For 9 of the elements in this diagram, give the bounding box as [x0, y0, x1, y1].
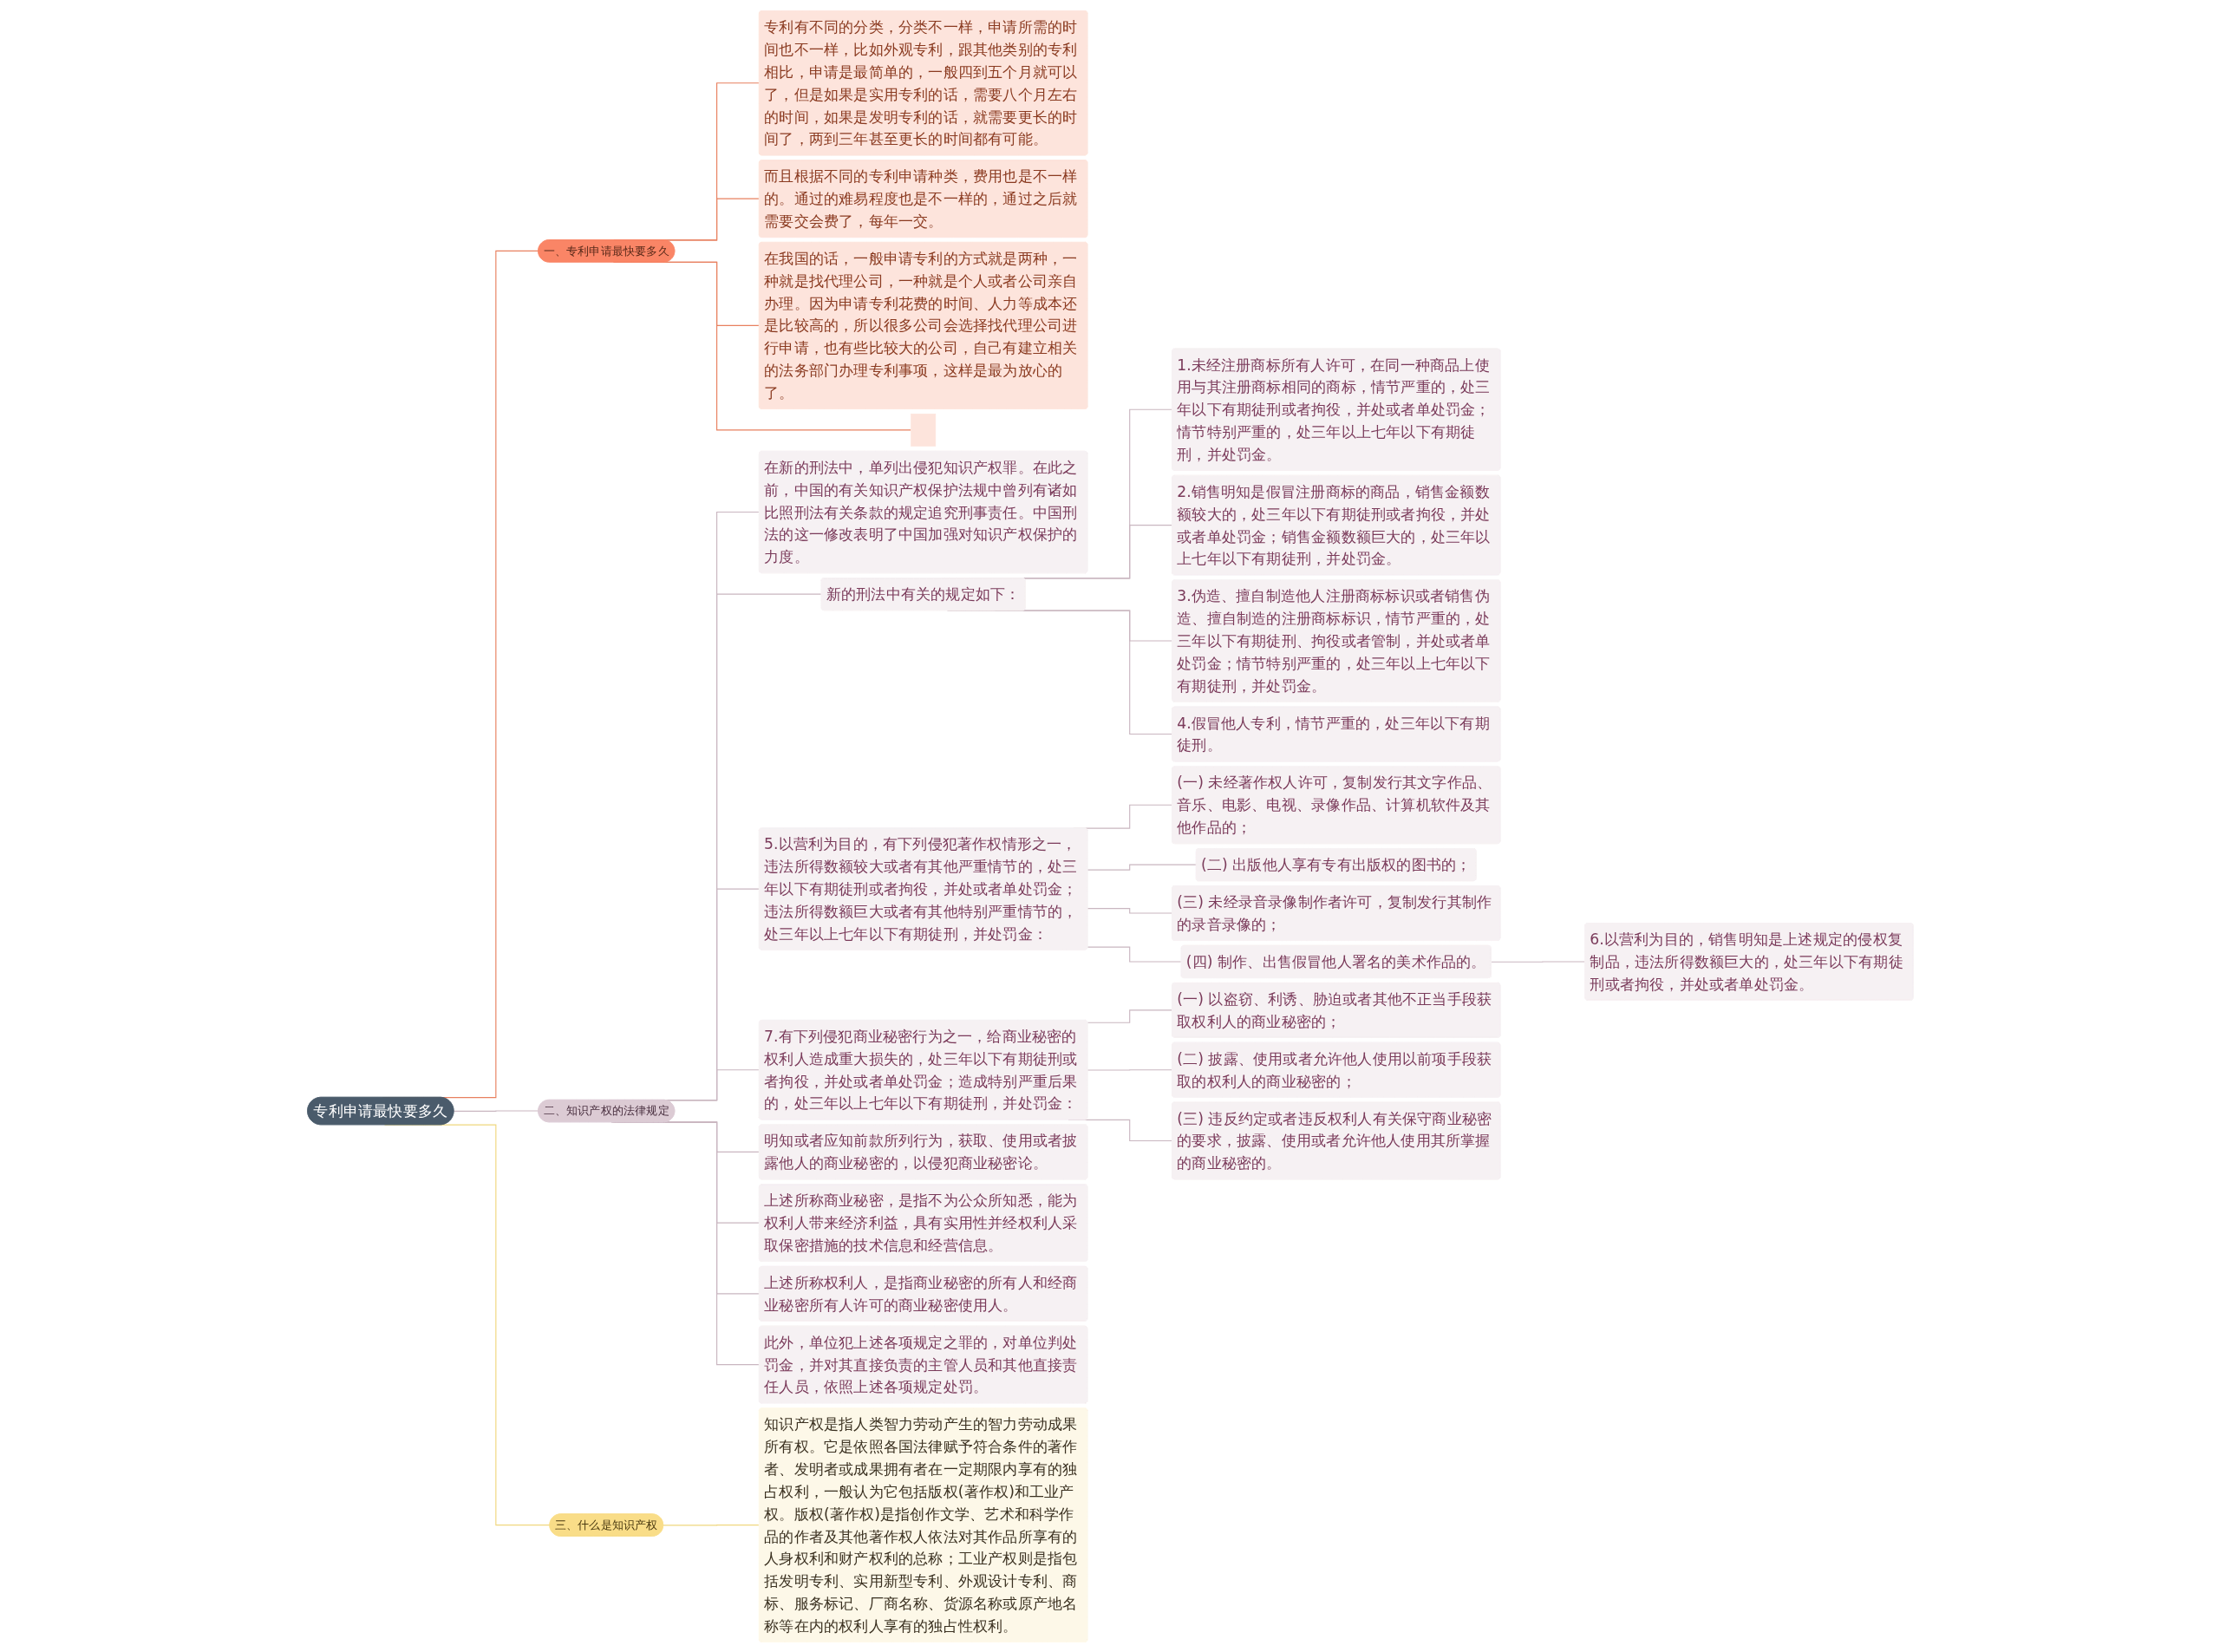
connector	[662, 1524, 760, 1525]
connector	[1087, 1068, 1172, 1071]
connector	[1490, 960, 1586, 963]
connector	[1087, 946, 1182, 963]
node-box	[910, 413, 936, 447]
connector	[1087, 864, 1197, 871]
connector	[1087, 1009, 1172, 1023]
connector	[453, 1109, 539, 1112]
connector	[1087, 907, 1172, 914]
